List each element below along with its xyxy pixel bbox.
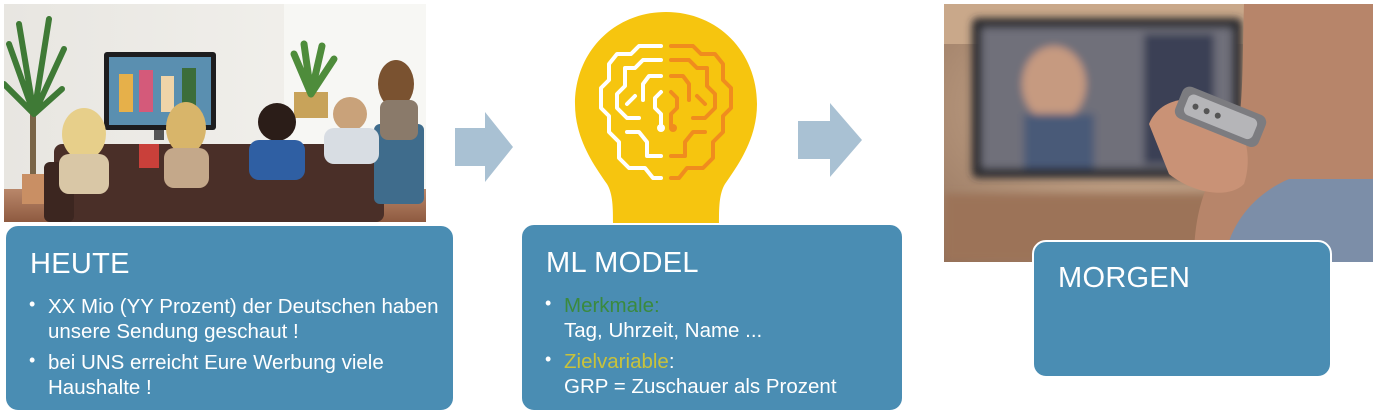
morgen-card: MORGEN <box>1032 240 1332 378</box>
list-item: bei UNS erreicht Eure Werbung viele Haus… <box>28 348 443 400</box>
target-colon: : <box>668 350 675 373</box>
target-label: Zielvariable <box>564 350 669 373</box>
list-item: Merkmale: Tag, Uhrzeit, Name ... <box>544 291 892 343</box>
ml-model-title: ML MODEL <box>546 247 699 279</box>
list-item: Zielvariable: GRP = Zuschauer als Prozen… <box>544 347 892 399</box>
arrow-right-icon <box>798 103 862 177</box>
arrow-right-icon <box>455 112 513 182</box>
ml-model-bullet-list: Merkmale: Tag, Uhrzeit, Name ... Zielvar… <box>544 291 892 405</box>
remote-tv-photo <box>944 4 1373 262</box>
heute-card: HEUTE XX Mio (YY Prozent) der Deutschen … <box>4 224 455 412</box>
list-item: XX Mio (YY Prozent) der Deutschen haben … <box>28 292 443 344</box>
ml-model-card: ML MODEL Merkmale: Tag, Uhrzeit, Name ..… <box>520 223 904 412</box>
heute-title: HEUTE <box>30 248 130 280</box>
family-tv-photo <box>4 4 426 222</box>
heute-bullet-list: XX Mio (YY Prozent) der Deutschen haben … <box>28 292 443 406</box>
target-value: GRP = Zuschauer als Prozent <box>564 375 837 398</box>
brain-bulb-icon <box>575 12 757 224</box>
features-value: Tag, Uhrzeit, Name ... <box>564 319 763 342</box>
features-label: Merkmale: <box>564 294 660 317</box>
morgen-title: MORGEN <box>1058 262 1191 294</box>
